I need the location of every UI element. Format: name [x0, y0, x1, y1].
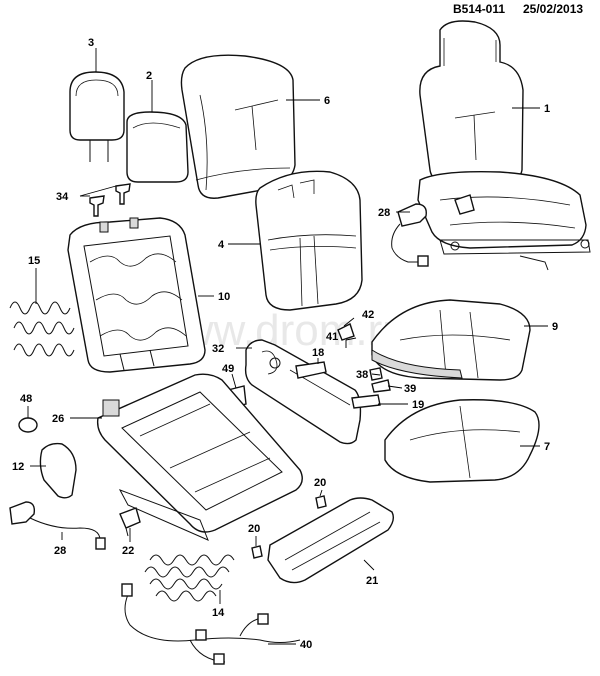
callout-7: 7	[544, 441, 550, 453]
callout-1: 1	[544, 103, 550, 115]
part-22-bracket	[119, 507, 141, 537]
callout-34: 34	[56, 191, 69, 203]
part-18-handle	[295, 361, 327, 379]
diagram-reference-code: B514-011	[453, 2, 506, 16]
part-28-buckle-right	[391, 203, 429, 267]
callout-38: 38	[356, 369, 368, 381]
callout-28-right: 28	[378, 207, 390, 219]
callout-3: 3	[88, 37, 94, 49]
callout-32: 32	[212, 343, 224, 355]
part-20-nut-upper	[315, 495, 327, 509]
callout-26: 26	[52, 413, 64, 425]
callout-18: 18	[312, 347, 324, 359]
callout-39: 39	[404, 383, 416, 395]
part-3-headrest	[69, 71, 125, 162]
part-14-wire-springs	[144, 554, 235, 602]
callout-labels: 3 2 6 1 34 4 10 15 28 9 7 42 41 32 18 49…	[12, 37, 558, 651]
callout-48: 48	[20, 393, 32, 405]
callout-9: 9	[552, 321, 558, 333]
callout-40: 40	[300, 639, 312, 651]
part-19-lever	[351, 394, 381, 409]
part-48-cap	[18, 417, 38, 433]
part-32-side-cover	[244, 339, 362, 445]
callout-4: 4	[218, 239, 225, 251]
part-40-wiring-harness	[121, 583, 301, 665]
part-28-buckle-left	[9, 501, 106, 550]
callout-15: 15	[28, 255, 40, 267]
callout-19: 19	[412, 399, 424, 411]
callout-22: 22	[122, 545, 134, 557]
callout-6: 6	[324, 95, 330, 107]
part-10-backrest-frame	[67, 217, 206, 373]
callout-21: 21	[366, 575, 378, 587]
callout-28-left: 28	[54, 545, 66, 557]
part-21-lower-trim	[267, 497, 395, 584]
part-20-nut-lower	[251, 545, 263, 559]
callout-10: 10	[218, 291, 230, 303]
part-6-backrest-cover	[180, 54, 296, 199]
callout-49: 49	[222, 363, 234, 375]
callout-2: 2	[146, 70, 152, 82]
part-9-seat-cushion-pad	[371, 299, 531, 381]
callout-20-upper: 20	[314, 477, 326, 489]
part-39-knob	[371, 379, 391, 393]
callout-41: 41	[326, 331, 338, 343]
part-12-side-trim	[39, 442, 77, 499]
part-4-backrest-pad	[255, 170, 363, 311]
diagram-date: 25/02/2013	[523, 2, 584, 16]
part-34-clips	[89, 183, 131, 217]
part-26-seat-frame	[96, 373, 303, 541]
callout-14: 14	[212, 607, 225, 619]
callout-12: 12	[12, 461, 24, 473]
callout-42: 42	[362, 309, 374, 321]
part-2-headrest-cover	[126, 111, 189, 183]
part-7-seat-cover	[384, 399, 540, 483]
part-41-42-levers	[337, 323, 355, 348]
part-15-springs	[9, 301, 75, 357]
part-1-complete-seat	[417, 20, 591, 271]
part-38-knob	[369, 367, 383, 381]
callout-20-lower: 20	[248, 523, 260, 535]
leader-lines	[27, 48, 548, 645]
